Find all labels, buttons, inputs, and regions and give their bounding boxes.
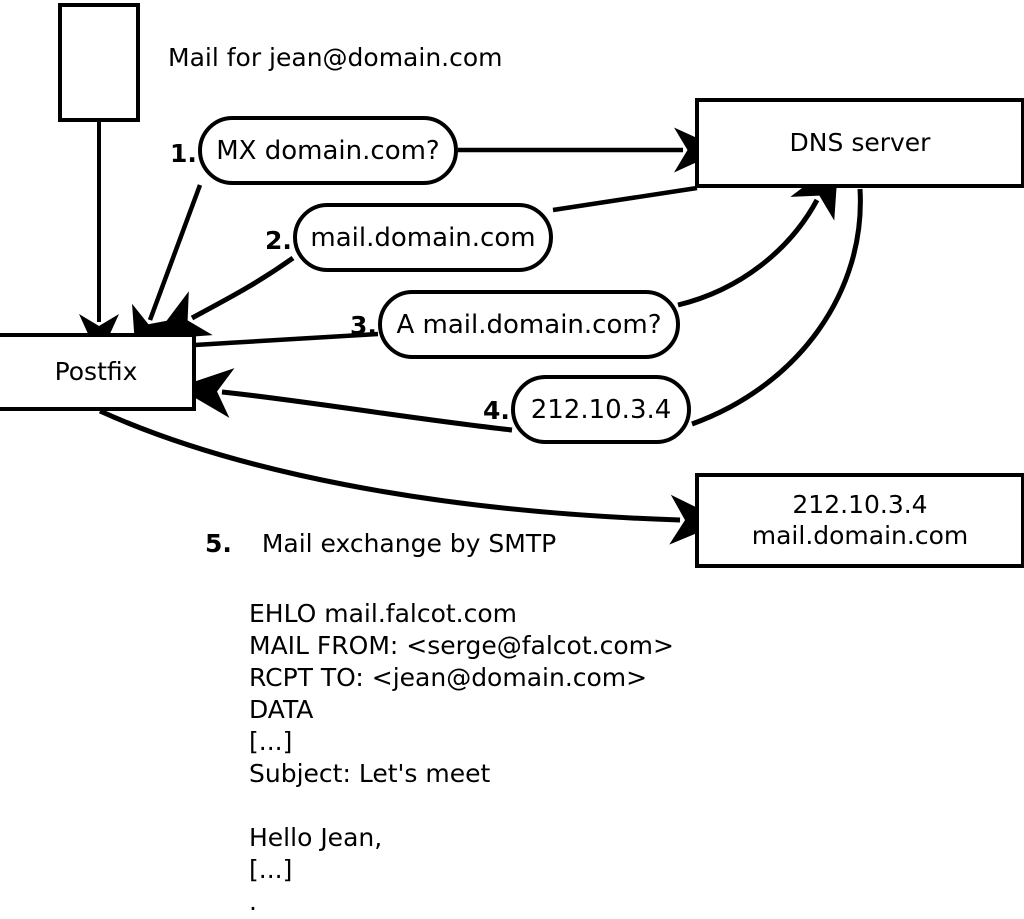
edge-postfix-to-step1 xyxy=(132,184,203,358)
step-3-bubble[interactable]: A mail.domain.com? xyxy=(378,290,680,359)
postfix-box[interactable]: Postfix xyxy=(0,333,196,411)
edge-step4-to-postfix xyxy=(177,368,513,433)
target-mail-server-box[interactable]: 212.10.3.4 mail.domain.com xyxy=(695,473,1024,568)
step-2-number: 2. xyxy=(265,226,292,255)
step-5-row: 5. Mail exchange by SMTP xyxy=(205,531,556,556)
step-2-bubble[interactable]: mail.domain.com xyxy=(293,203,553,272)
step-5-label: Mail exchange by SMTP xyxy=(261,529,557,558)
edge-step2-to-postfix xyxy=(152,255,295,340)
mail-client-box[interactable] xyxy=(58,3,140,122)
edge-dns-to-step4 xyxy=(691,188,863,427)
target-mail-server-ip: 212.10.3.4 xyxy=(792,490,928,519)
step-1-number: 1. xyxy=(170,139,197,168)
target-mail-server-host: mail.domain.com xyxy=(751,520,969,550)
step-4-number: 4. xyxy=(483,396,510,425)
mail-for-note: Mail for jean@domain.com xyxy=(168,43,503,72)
edge-dns-to-step2 xyxy=(552,185,698,213)
edge-step3-to-dns xyxy=(677,160,839,308)
step-4-bubble[interactable]: 212.10.3.4 xyxy=(511,375,691,444)
dns-server-box[interactable]: DNS server xyxy=(695,98,1024,188)
step-5-number: 5. xyxy=(205,529,232,558)
smtp-transcript: EHLO mail.falcot.com MAIL FROM: <serge@f… xyxy=(249,599,674,916)
step-1-bubble[interactable]: MX domain.com? xyxy=(198,116,458,185)
step-3-number: 3. xyxy=(350,311,377,340)
